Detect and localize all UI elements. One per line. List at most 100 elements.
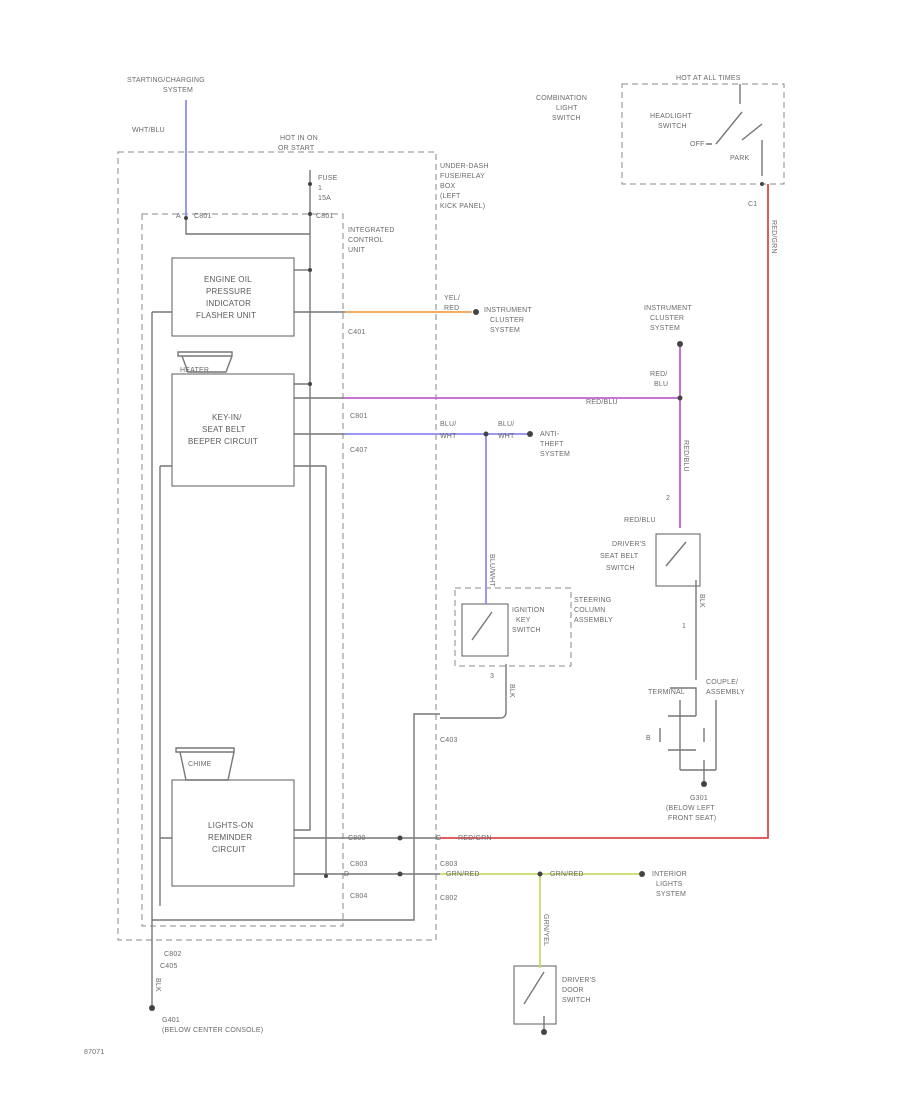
label-off: OFF [690,141,705,148]
label-blu-wht-2-b: WHT [498,433,515,440]
lights-on-outputs [294,837,345,875]
dot-fuse [308,212,312,216]
label-instrument-2-b: CLUSTER [650,315,684,322]
label-c801-mid: C801 [350,413,368,420]
label-pin-a: A [176,213,181,220]
label-icu-3: UNIT [348,247,366,254]
dot-red-blu-junction [677,395,683,401]
door-switch-blade [523,971,545,1005]
label-interior-3: SYSTEM [656,891,686,898]
combination-switch-outline [621,83,785,185]
label-g301-3: FRONT SEAT) [668,815,716,822]
label-coupler-2: ASSEMBLY [706,689,745,696]
label-c401: C401 [348,329,366,336]
label-red-blu-vert2: RED/BLU [682,440,689,472]
label-pin-c: C [436,835,441,842]
drivers-door-switch-box [513,965,557,1025]
label-oil-pressure-1: ENGINE OIL [204,275,252,284]
label-c802: C802 [164,951,182,958]
dot-g301 [701,781,707,787]
label-steering-3: ASSEMBLY [574,617,613,624]
label-underdash-5: KICK PANEL) [440,203,485,210]
dot-grn-red-c803 [397,871,403,877]
dot-anti-theft [527,431,533,437]
label-blk-vert: BLK [508,684,515,698]
dot-c801-left [184,216,188,220]
label-steering-1: STEERING [574,597,611,604]
label-pin-2: 2 [666,495,670,502]
dot-instrument-top [677,341,683,347]
label-lights-on-3: CIRCUIT [212,845,246,854]
label-wht-blu-top: WHT/BLU [132,127,165,134]
wire-red-grn [440,184,769,839]
label-headlight-1: HEADLIGHT [650,113,692,120]
label-ignition-2: KEY [516,617,531,624]
beeper-speaker-shape [177,351,233,373]
label-combination-3: SWITCH [552,115,581,122]
connector-dots [149,182,764,1035]
label-yel-red-2: RED [444,305,459,312]
label-drivers-seat-2: SEAT BELT [600,553,639,560]
label-red-grn-bottom: RED/GRN [458,835,492,842]
label-starting-charging-2: SYSTEM [163,87,193,94]
label-blu-wht-vert: BLU/WHT [488,554,495,587]
beeper-ground-wire [160,465,327,876]
label-blu-wht-1-a: BLU/ [440,421,456,428]
label-oil-pressure-3: INDICATOR [206,299,251,308]
label-blk-short: BLK [698,594,705,608]
label-drivers-door-3: SWITCH [562,997,591,1004]
label-drivers-door-2: DOOR [562,987,584,994]
label-key-in-3: BEEPER CIRCUIT [188,437,258,446]
dot-beeper-feed [308,382,312,386]
dot-g401 [149,1005,155,1011]
terminal-wires [659,687,717,771]
label-underdash-3: BOX [440,183,456,190]
label-chime: CHIME [188,761,212,768]
label-c803-a: C803 [350,861,368,868]
dot-red-grn-c803 [397,835,403,841]
label-key-in-2: SEAT BELT [202,425,246,434]
bottom-bus-wire [152,713,440,921]
label-c403-left: C403 [440,737,458,744]
label-ignition-1: IGNITION [512,607,545,614]
label-grn-red-2: GRN/RED [550,871,584,878]
label-pin-1: 1 [682,623,686,630]
label-key-in-1: KEY-IN/ [212,413,242,422]
ignition-key-ground-wire [440,664,507,719]
label-blu-wht-2-a: BLU/ [498,421,514,428]
label-pin-d: D [344,871,349,878]
ignition-key-switch-box [461,603,509,657]
label-g401-1: G401 [162,1017,180,1024]
label-g401-2: (BELOW CENTER CONSOLE) [162,1027,263,1034]
label-lights-on-2: REMINDER [208,833,252,842]
label-instrument-2-c: SYSTEM [650,325,680,332]
dot-c1 [760,182,764,186]
dot-door-ground [541,1029,547,1035]
label-red-grn-right: RED/GRN [770,220,777,254]
label-ignition-3: SWITCH [512,627,541,634]
label-grn-yel-vert: GRN/YEL [542,914,549,946]
label-hot-in-on-1: HOT IN ON [280,135,318,142]
label-instrument-1-a: INSTRUMENT [484,307,532,314]
label-blu-wht-1-b: WHT [440,433,457,440]
label-instrument-1-c: SYSTEM [490,327,520,334]
label-icu-1: INTEGRATED [348,227,395,234]
label-c800: C800 [348,835,366,842]
label-icu-2: CONTROL [348,237,384,244]
label-combination-1: COMBINATION [536,95,587,102]
label-c801-top: C801 [316,213,334,220]
label-yel-red-1: YEL/ [444,295,460,302]
label-c802-b: C802 [440,895,458,902]
label-drivers-seat-1: DRIVER'S [612,541,646,548]
seat-belt-switch-blade [665,541,687,567]
label-instrument-1-b: CLUSTER [490,317,524,324]
label-g301-1: G301 [690,795,708,802]
label-fuse-1: FUSE [318,175,338,182]
label-anti-theft-1: ANTI- [540,431,560,438]
dot-grn-junction [537,871,543,877]
label-anti-theft-3: SYSTEM [540,451,570,458]
label-hot-at-all-times: HOT AT ALL TIMES [676,75,741,82]
label-c405: C405 [160,963,178,970]
label-oil-pressure-2: PRESSURE [206,287,252,296]
